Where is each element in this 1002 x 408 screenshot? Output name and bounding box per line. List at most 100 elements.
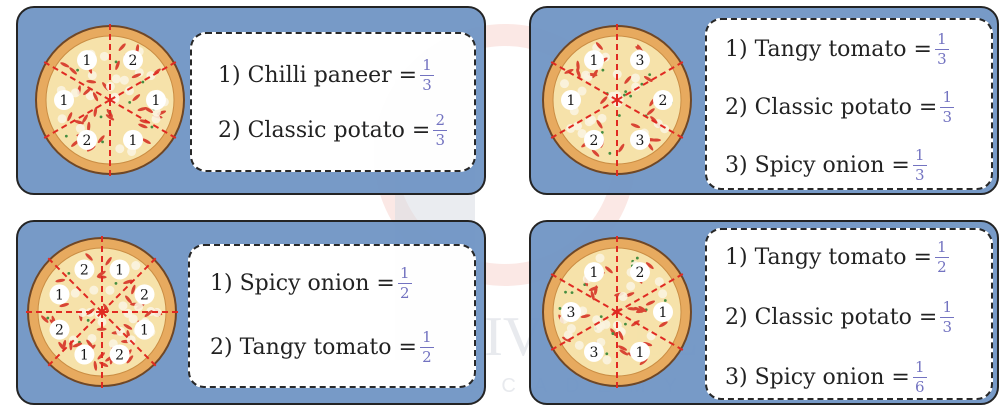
fraction-numerator: 1 bbox=[915, 358, 925, 376]
slice-label: 3 bbox=[584, 341, 604, 362]
topping-label: 1) Spicy onion = bbox=[210, 271, 395, 296]
fraction-numerator: 2 bbox=[435, 111, 446, 129]
fraction-numerator: 1 bbox=[400, 264, 410, 282]
slice-label: 2 bbox=[109, 344, 130, 365]
slice-label: 1 bbox=[74, 344, 95, 365]
pizza-illustration: 2 1 1 2 1 1 bbox=[32, 22, 188, 178]
slice-label: 1 bbox=[630, 341, 650, 362]
svg-text:2: 2 bbox=[129, 53, 138, 69]
svg-text:2: 2 bbox=[80, 263, 89, 279]
fraction-denominator: 3 bbox=[942, 108, 953, 126]
slice-label: 1 bbox=[561, 90, 581, 110]
slice-label: 2 bbox=[584, 129, 604, 150]
slice-label: 2 bbox=[630, 262, 650, 283]
svg-text:2: 2 bbox=[83, 133, 92, 149]
slice-label: 2 bbox=[123, 50, 143, 71]
svg-text:2: 2 bbox=[55, 323, 64, 339]
fraction-denominator: 2 bbox=[422, 348, 432, 366]
pizza-svg: 3 2 3 2 1 1 bbox=[542, 24, 692, 176]
svg-text:1: 1 bbox=[659, 305, 668, 321]
svg-text:1: 1 bbox=[83, 53, 92, 69]
topping-label: 3) Spicy onion = bbox=[725, 153, 910, 178]
svg-text:1: 1 bbox=[152, 93, 161, 109]
slice-label: 1 bbox=[653, 302, 673, 322]
svg-text:1: 1 bbox=[140, 323, 149, 339]
svg-text:1: 1 bbox=[567, 93, 576, 109]
fraction-numerator: 1 bbox=[915, 146, 925, 164]
fraction-denominator: 3 bbox=[915, 166, 925, 184]
svg-text:1: 1 bbox=[60, 93, 69, 109]
slice-label: 2 bbox=[77, 129, 97, 150]
fraction-denominator: 3 bbox=[942, 318, 953, 336]
fraction-numerator: 1 bbox=[422, 328, 432, 346]
fraction-denominator: 2 bbox=[937, 258, 947, 276]
topping-label: 3) Spicy onion = bbox=[725, 365, 910, 390]
svg-text:2: 2 bbox=[659, 93, 668, 109]
slice-label: 2 bbox=[49, 319, 70, 340]
svg-text:3: 3 bbox=[567, 305, 576, 321]
svg-text:1: 1 bbox=[80, 347, 89, 363]
svg-text:3: 3 bbox=[636, 53, 645, 69]
fraction-numerator: 1 bbox=[937, 238, 947, 256]
topping-label: 1) Tangy tomato = bbox=[725, 37, 932, 62]
svg-text:1: 1 bbox=[636, 345, 645, 361]
svg-text:2: 2 bbox=[636, 265, 645, 281]
fraction-denominator: 6 bbox=[915, 378, 925, 396]
fraction-numerator: 1 bbox=[942, 298, 953, 316]
pizza-svg: 2 1 1 2 1 1 bbox=[35, 24, 185, 176]
svg-text:1: 1 bbox=[590, 265, 599, 281]
slice-label: 3 bbox=[630, 129, 650, 150]
fraction-denominator: 3 bbox=[435, 131, 446, 149]
svg-text:3: 3 bbox=[636, 133, 645, 149]
slice-label: 1 bbox=[134, 319, 155, 340]
slice-label: 3 bbox=[561, 302, 581, 322]
svg-text:2: 2 bbox=[590, 133, 599, 149]
slice-label: 2 bbox=[74, 259, 95, 280]
fraction-numerator: 1 bbox=[942, 88, 953, 106]
svg-text:1: 1 bbox=[590, 53, 599, 69]
topping-label: 2) Classic potato = bbox=[725, 95, 938, 120]
slice-label: 1 bbox=[584, 50, 604, 71]
topping-label: 2) Tangy tomato = bbox=[210, 335, 417, 360]
svg-text:1: 1 bbox=[55, 287, 64, 303]
fraction-denominator: 3 bbox=[937, 50, 947, 68]
svg-text:1: 1 bbox=[129, 133, 138, 149]
slice-label: 1 bbox=[584, 262, 604, 283]
slice-label: 1 bbox=[49, 284, 70, 305]
fraction-denominator: 3 bbox=[422, 76, 432, 94]
slice-label: 1 bbox=[123, 129, 143, 150]
svg-text:1: 1 bbox=[115, 263, 124, 279]
svg-text:2: 2 bbox=[115, 347, 124, 363]
slice-label: 3 bbox=[630, 50, 650, 71]
slice-label: 1 bbox=[146, 90, 166, 110]
slice-label: 2 bbox=[134, 284, 155, 305]
topping-label: 2) Classic potato = bbox=[218, 118, 431, 143]
topping-label: 1) Tangy tomato = bbox=[725, 245, 932, 270]
